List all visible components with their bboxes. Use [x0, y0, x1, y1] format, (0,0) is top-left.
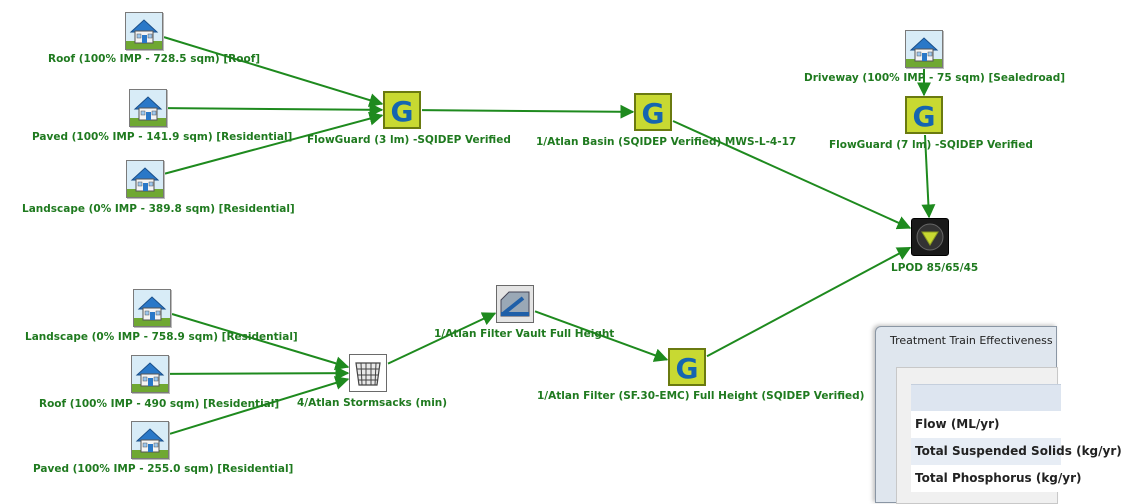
edge-roof_2-to-stormsacks — [169, 366, 350, 381]
roof-2-catchment-node[interactable] — [131, 355, 169, 393]
atlan-basin-node[interactable]: G — [634, 93, 672, 131]
edge-stormsacks-to-filter_vault — [387, 312, 497, 365]
flowguard-7lm-node[interactable]: G — [905, 96, 943, 134]
edge-roof_1-to-flowguard_3 — [163, 36, 384, 107]
svg-text:G: G — [676, 352, 699, 385]
lpod-outlet-node[interactable] — [911, 218, 949, 256]
driveway-catchment-label: Driveway (100% IMP - 75 sqm) [Sealedroad… — [804, 72, 1066, 84]
roof-catchment-node[interactable] — [125, 12, 163, 50]
atlan-filter-node[interactable]: G — [668, 348, 706, 386]
edge-atlan_filter-to-lpod — [706, 246, 912, 358]
dialog-title: Treatment Train Effectiveness — [890, 334, 1053, 347]
paved-catchment-node[interactable] — [129, 89, 167, 127]
results-table-header — [911, 384, 1061, 412]
flowguard-3lm-node[interactable]: G — [383, 91, 421, 129]
filter-vault-label: 1/Atlan Filter Vault Full Height — [434, 328, 615, 340]
results-row-tss[interactable]: Total Suspended Solids (kg/yr) — [911, 438, 1122, 465]
edge-landscape_2-to-stormsacks — [171, 313, 350, 371]
stormsacks-node[interactable] — [349, 354, 387, 392]
atlan-filter-label: 1/Atlan Filter (SF.30-EMC) Full Height (… — [537, 390, 865, 402]
driveway-catchment-node[interactable] — [905, 30, 943, 68]
svg-text:G: G — [642, 97, 665, 130]
landscape-catchment-node[interactable] — [126, 160, 164, 198]
landscape-2-catchment-label: Landscape (0% IMP - 758.9 sqm) [Resident… — [25, 331, 298, 343]
stormsacks-label: 4/Atlan Stormsacks (min) — [297, 397, 448, 409]
edge-landscape_1-to-flowguard_3 — [164, 111, 384, 175]
edge-flowguard_7-to-lpod — [921, 134, 936, 219]
edge-atlan_basin-to-lpod — [672, 120, 912, 230]
roof-catchment-label: Roof (100% IMP - 728.5 sqm) [Roof] — [48, 53, 261, 65]
edge-filter_vault-to-atlan_filter — [534, 310, 669, 362]
paved-2-catchment-node[interactable] — [131, 421, 169, 459]
landscape-catchment-label: Landscape (0% IMP - 389.8 sqm) [Resident… — [22, 203, 295, 215]
atlan-basin-label: 1/Atlan Basin (SQIDEP Verified) MWS-L-4-… — [536, 136, 797, 148]
filter-vault-node[interactable] — [496, 285, 534, 323]
results-panel: Flow (ML/yr) Total Suspended Solids (kg/… — [896, 367, 1122, 504]
svg-text:G: G — [913, 100, 936, 133]
edge-paved_1-to-flowguard_3 — [167, 102, 384, 117]
connection-edges — [163, 36, 936, 435]
edge-paved_2-to-stormsacks — [169, 376, 350, 435]
flowguard-7lm-label: FlowGuard (7 lm) -SQIDEP Verified — [829, 139, 1033, 151]
roof-2-catchment-label: Roof (100% IMP - 490 sqm) [Residential] — [39, 398, 280, 410]
results-row-tp[interactable]: Total Phosphorus (kg/yr) — [911, 465, 1082, 492]
results-row-flow[interactable]: Flow (ML/yr) — [911, 411, 1061, 438]
paved-catchment-label: Paved (100% IMP - 141.9 sqm) [Residentia… — [32, 131, 293, 143]
flowguard-3lm-label: FlowGuard (3 lm) -SQIDEP Verified — [307, 134, 511, 146]
paved-2-catchment-label: Paved (100% IMP - 255.0 sqm) [Residentia… — [33, 463, 294, 475]
flow-diagram-canvas — [163, 36, 936, 435]
treatment-train-effectiveness-window[interactable]: Treatment Train Effectiveness Flow (ML/y… — [875, 326, 1122, 504]
landscape-2-catchment-node[interactable] — [133, 289, 171, 327]
svg-text:G: G — [391, 95, 414, 128]
edge-flowguard_3-to-atlan_basin — [421, 104, 635, 119]
lpod-outlet-label: LPOD 85/65/45 — [891, 262, 979, 274]
